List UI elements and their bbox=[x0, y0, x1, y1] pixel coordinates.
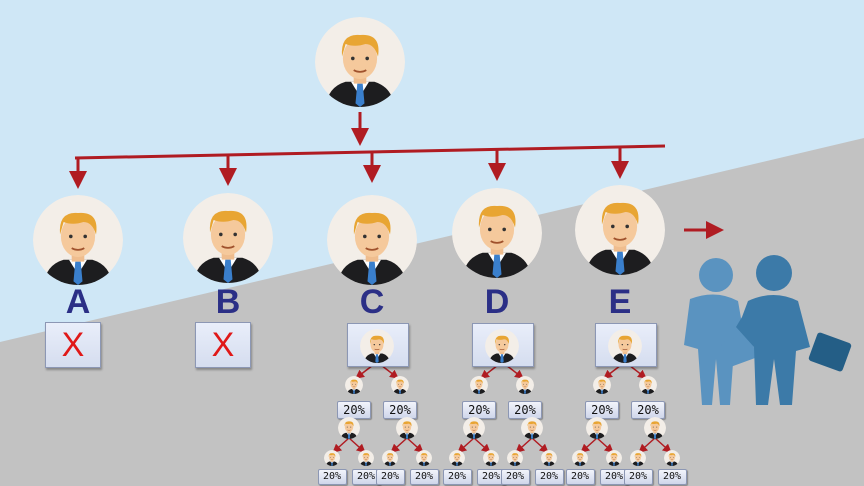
box-avatar bbox=[360, 329, 394, 363]
person-avatar-icon bbox=[391, 376, 409, 394]
percentage-label: 20% bbox=[409, 469, 439, 485]
tree-arrow bbox=[515, 437, 533, 454]
rejected-box: X bbox=[195, 322, 251, 368]
person-avatar-icon bbox=[382, 450, 398, 466]
tree-arrow bbox=[332, 437, 350, 454]
box-avatar bbox=[485, 329, 519, 363]
tree-arrow bbox=[596, 437, 614, 454]
rejected-box: X bbox=[45, 322, 101, 368]
person-avatar-icon bbox=[630, 450, 646, 466]
branch-letter-e: E bbox=[608, 283, 632, 321]
percentage-label: 20% bbox=[508, 401, 542, 419]
tree-arrow bbox=[638, 437, 656, 454]
reject-x-icon: X bbox=[211, 326, 235, 364]
person-avatar-icon bbox=[644, 417, 666, 439]
tree-arrow bbox=[390, 437, 408, 454]
percentage-label: 20% bbox=[631, 401, 665, 419]
person-avatar-icon bbox=[586, 417, 608, 439]
branch-letter-d: D bbox=[484, 283, 510, 321]
percentage-label: 20% bbox=[383, 401, 417, 419]
person-avatar-icon bbox=[338, 417, 360, 439]
person-avatar-icon bbox=[593, 376, 611, 394]
business-handshake-icon bbox=[676, 255, 864, 410]
branch-letter-c: C bbox=[359, 283, 385, 321]
person-avatar-icon bbox=[470, 376, 488, 394]
person-avatar-icon bbox=[483, 450, 499, 466]
percentage-label: 20% bbox=[534, 469, 564, 485]
person-avatar-icon bbox=[516, 376, 534, 394]
person-avatar-icon bbox=[606, 450, 622, 466]
tree-arrow bbox=[457, 437, 475, 454]
percentage-label: 20% bbox=[317, 469, 347, 485]
person-avatar-icon bbox=[345, 376, 363, 394]
person-avatar-icon bbox=[507, 450, 523, 466]
branch-avatar-d bbox=[452, 188, 542, 278]
branch-avatar-a bbox=[33, 195, 123, 285]
person-avatar-icon bbox=[521, 417, 543, 439]
person-avatar-icon bbox=[541, 450, 557, 466]
branch-avatar-c bbox=[327, 195, 417, 285]
person-avatar-icon bbox=[358, 450, 374, 466]
person-avatar-icon bbox=[396, 417, 418, 439]
person-avatar-icon bbox=[664, 450, 680, 466]
tree-arrow bbox=[531, 437, 549, 454]
percentage-label: 20% bbox=[375, 469, 405, 485]
tree-arrow bbox=[406, 437, 424, 454]
person-avatar-icon bbox=[416, 450, 432, 466]
percentage-label: 20% bbox=[623, 469, 653, 485]
percentage-label: 20% bbox=[500, 469, 530, 485]
tree-arrow bbox=[348, 437, 366, 454]
branch-bar bbox=[74, 144, 666, 160]
box-avatar bbox=[608, 329, 642, 363]
person-avatar-icon bbox=[463, 417, 485, 439]
person-avatar-icon bbox=[324, 450, 340, 466]
branch-letter-a: A bbox=[65, 283, 91, 321]
percentage-label: 20% bbox=[585, 401, 619, 419]
percentage-label: 20% bbox=[565, 469, 595, 485]
percentage-label: 20% bbox=[442, 469, 472, 485]
percentage-label: 20% bbox=[337, 401, 371, 419]
tree-arrow bbox=[654, 437, 672, 454]
root-person-avatar bbox=[315, 17, 405, 107]
tree-arrow bbox=[473, 437, 491, 454]
branch-avatar-e bbox=[575, 185, 665, 275]
person-avatar-icon bbox=[639, 376, 657, 394]
person-avatar-icon bbox=[449, 450, 465, 466]
person-avatar-icon bbox=[572, 450, 588, 466]
branch-avatar-b bbox=[183, 193, 273, 283]
percentage-label: 20% bbox=[462, 401, 496, 419]
percentage-label: 20% bbox=[657, 469, 687, 485]
branch-letter-b: B bbox=[215, 283, 241, 321]
tree-arrow bbox=[580, 437, 598, 454]
reject-x-icon: X bbox=[61, 326, 85, 364]
